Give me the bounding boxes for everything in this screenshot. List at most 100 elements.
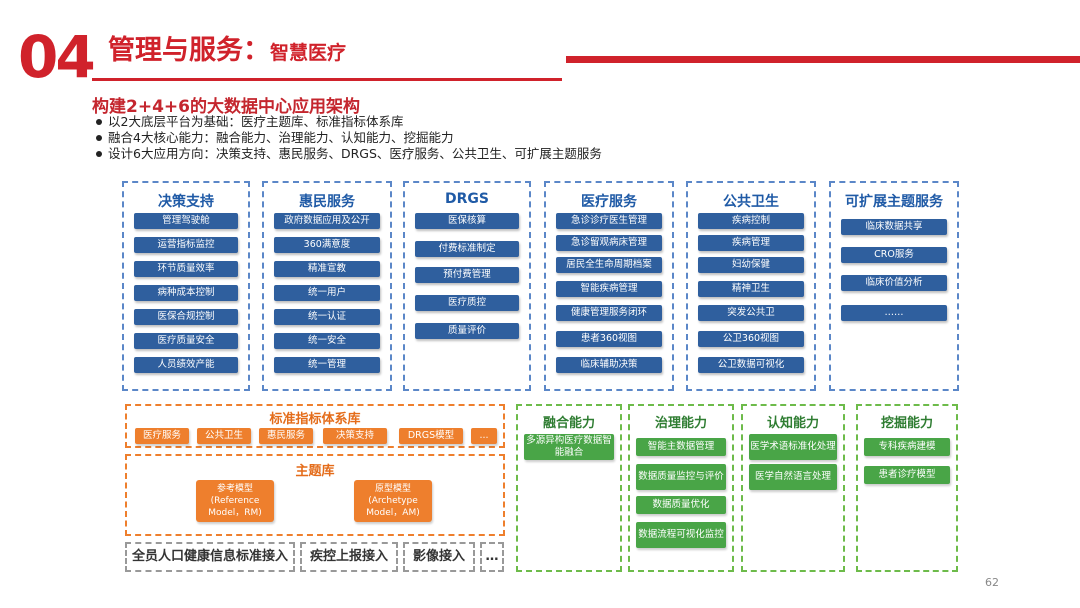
capability-item: 智能主数据管理 [636, 438, 726, 456]
app-item: 环节质量效率 [134, 261, 238, 277]
indicator-item: 惠民服务 [259, 428, 313, 444]
model-line: (Archetype [368, 496, 418, 506]
archetype-model: 原型模型 (Archetype Model，AM) [354, 480, 432, 522]
app-item: 突发公共卫 [698, 305, 804, 321]
app-item: 健康管理服务闭环 [556, 305, 662, 321]
capability-item: 患者诊疗模型 [864, 466, 950, 484]
app-item: 医疗质控 [415, 295, 519, 311]
app-item: 管理驾驶舱 [134, 213, 238, 229]
app-item: 精准宣教 [274, 261, 380, 277]
capability-item: 数据质量监控与评价 [636, 464, 726, 490]
capability-item: 数据质量优化 [636, 496, 726, 514]
app-item: 人员绩效产能 [134, 357, 238, 373]
app-item: 运营指标监控 [134, 237, 238, 253]
app-item: 360满意度 [274, 237, 380, 253]
app-item: 妇幼保健 [698, 257, 804, 273]
app-item: 居民全生命周期档案 [556, 257, 662, 273]
capability-title: 认知能力 [766, 416, 819, 431]
capability-item: 医学自然语言处理 [749, 464, 837, 490]
app-item: 急诊诊疗医生管理 [556, 213, 662, 229]
app-item: 医疗质量安全 [134, 333, 238, 349]
capability-item: 多源异构医疗数据智能融合 [524, 434, 614, 460]
app-item: 临床数据共享 [841, 219, 947, 235]
indicator-item: ... [471, 428, 497, 444]
capability-fusion: 融合能力 多源异构医疗数据智能融合 [516, 404, 622, 572]
app-item: …… [841, 305, 947, 321]
capability-title: 挖掘能力 [880, 416, 933, 431]
model-line: 原型模型 [374, 484, 411, 494]
indicator-item: DRGS模型 [399, 428, 463, 444]
app-item: 病种成本控制 [134, 285, 238, 301]
theme-library-title: 主题库 [295, 464, 335, 479]
capability-mining: 挖掘能力 专科疾病建模 患者诊疗模型 [856, 404, 958, 572]
app-item: 公卫360视图 [698, 331, 804, 347]
model-line: (Reference [210, 496, 260, 506]
model-line: Model，AM) [366, 508, 420, 518]
app-column-decision: 决策支持 管理驾驶舱 运营指标监控 环节质量效率 病种成本控制 医保合规控制 医… [122, 181, 250, 391]
header-bar [566, 56, 1080, 63]
page-title: 管理与服务：智慧医疗 [108, 36, 346, 66]
indicator-item: 医疗服务 [135, 428, 189, 444]
page-title-sub: 智慧医疗 [270, 42, 347, 64]
theme-library: 主题库 [125, 454, 505, 536]
column-title: 惠民服务 [299, 194, 355, 210]
column-title: 公共卫生 [723, 194, 779, 210]
access-imaging: 影像接入 [403, 542, 475, 572]
app-item: 公卫数据可视化 [698, 357, 804, 373]
model-line: 参考模型 [216, 484, 253, 494]
capability-item: 专科疾病建模 [864, 438, 950, 456]
app-item: 预付费管理 [415, 267, 519, 283]
access-population-health: 全员人口健康信息标准接入 [125, 542, 295, 572]
reference-model: 参考模型 (Reference Model，RM) [196, 480, 274, 522]
app-item: 政府数据应用及公开 [274, 213, 380, 229]
app-column-medical-service: 医疗服务 急诊诊疗医生管理 急诊留观病床管理 居民全生命周期档案 智能疾病管理 … [544, 181, 674, 391]
capability-title: 融合能力 [542, 416, 595, 431]
capability-title: 治理能力 [654, 416, 707, 431]
bullet-item: 设计6大应用方向：决策支持、惠民服务、DRGS、医疗服务、公共卫生、可扩展主题服… [94, 146, 602, 162]
access-more: … [480, 542, 504, 572]
app-item: 统一安全 [274, 333, 380, 349]
bullet-item: 融合4大核心能力：融合能力、治理能力、认知能力、挖掘能力 [94, 130, 602, 146]
app-item: CRO服务 [841, 247, 947, 263]
app-item: 疾病管理 [698, 235, 804, 251]
column-title: 医疗服务 [581, 194, 637, 210]
column-title: 可扩展主题服务 [845, 194, 943, 210]
app-item: 临床辅助决策 [556, 357, 662, 373]
app-item: 质量评价 [415, 323, 519, 339]
app-item: 患者360视图 [556, 331, 662, 347]
capability-cognition: 认知能力 医学术语标准化处理 医学自然语言处理 [741, 404, 845, 572]
app-item: 精神卫生 [698, 281, 804, 297]
capability-item: 医学术语标准化处理 [749, 434, 837, 460]
app-item: 付费标准制定 [415, 241, 519, 257]
access-cdc-report: 疾控上报接入 [300, 542, 398, 572]
app-item: 统一用户 [274, 285, 380, 301]
section-heading: 构建2+4+6的大数据中心应用架构 [92, 97, 360, 117]
capability-governance: 治理能力 智能主数据管理 数据质量监控与评价 数据质量优化 数据流程可视化监控 [628, 404, 734, 572]
app-item: 统一认证 [274, 309, 380, 325]
column-title: 决策支持 [158, 194, 214, 210]
app-item: 智能疾病管理 [556, 281, 662, 297]
app-item: 统一管理 [274, 357, 380, 373]
app-item: 医保核算 [415, 213, 519, 229]
bullet-list: 以2大底层平台为基础：医疗主题库、标准指标体系库 融合4大核心能力：融合能力、治… [94, 114, 602, 162]
app-item: 急诊留观病床管理 [556, 235, 662, 251]
app-item: 临床价值分析 [841, 275, 947, 291]
indicator-library: 标准指标体系库 医疗服务 公共卫生 惠民服务 决策支持 DRGS模型 ... [125, 404, 505, 448]
app-item: 医保合规控制 [134, 309, 238, 325]
app-item: 疾病控制 [698, 213, 804, 229]
bullet-item: 以2大底层平台为基础：医疗主题库、标准指标体系库 [94, 114, 602, 130]
section-number: 04 [18, 23, 96, 91]
model-line: Model，RM) [208, 508, 262, 518]
indicator-item: 决策支持 [323, 428, 387, 444]
app-column-public-service: 惠民服务 政府数据应用及公开 360满意度 精准宣教 统一用户 统一认证 统一安… [262, 181, 392, 391]
page-number: 62 [985, 576, 999, 589]
page-title-main: 管理与服务： [108, 35, 270, 66]
column-title: DRGS [445, 191, 489, 207]
title-underline [92, 78, 562, 81]
capability-item: 数据流程可视化监控 [636, 522, 726, 548]
app-column-drgs: DRGS 医保核算 付费标准制定 预付费管理 医疗质控 质量评价 [403, 181, 531, 391]
app-column-extensible: 可扩展主题服务 临床数据共享 CRO服务 临床价值分析 …… [829, 181, 959, 391]
indicator-library-title: 标准指标体系库 [269, 412, 361, 427]
app-column-public-health: 公共卫生 疾病控制 疾病管理 妇幼保健 精神卫生 突发公共卫 公卫360视图 公… [686, 181, 816, 391]
indicator-item: 公共卫生 [197, 428, 251, 444]
